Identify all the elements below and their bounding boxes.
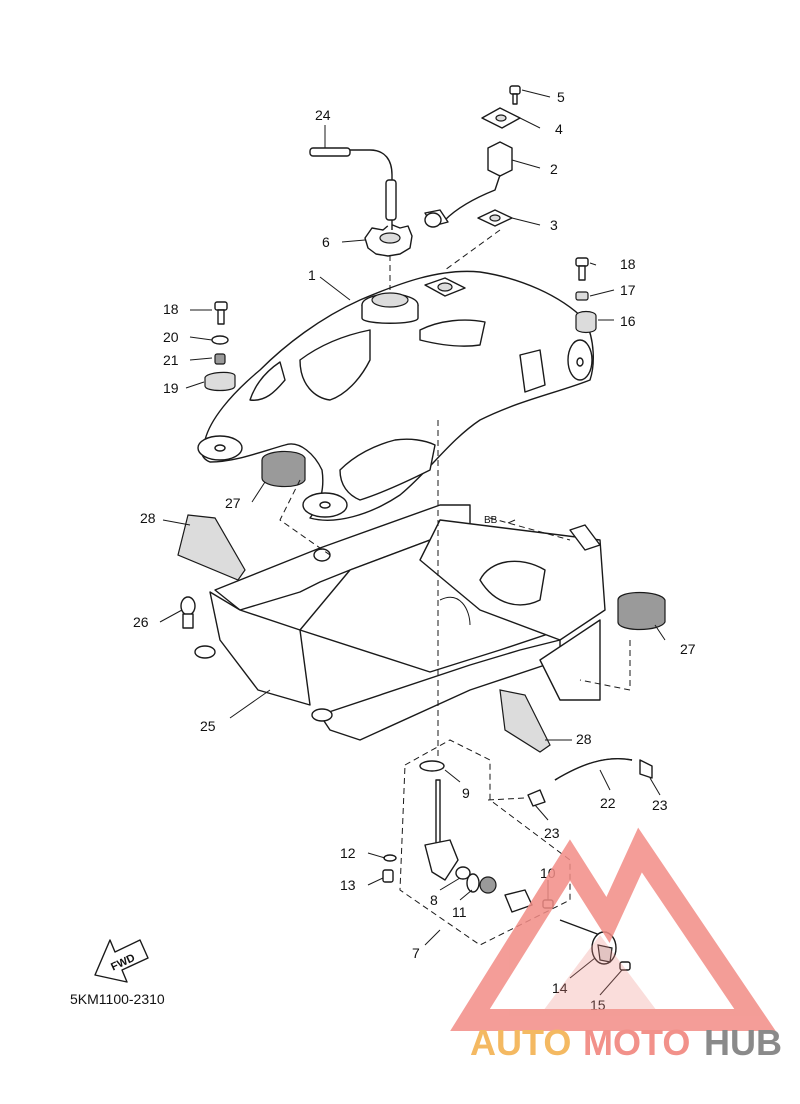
callout-27-left: 27	[225, 495, 241, 511]
callout-6: 6	[322, 234, 330, 250]
callout-19: 19	[163, 380, 179, 396]
frame-tray	[194, 504, 606, 741]
callout-20: 20	[163, 329, 179, 345]
callout-28-right: 28	[576, 731, 592, 747]
diagram-part-code: 5KM1100-2310	[70, 991, 165, 1007]
fuel-tank	[197, 270, 594, 521]
breather-pipe	[309, 147, 397, 230]
callout-labels: 1 2 3 4 5 6 24 18 20 21 19 18 17 16 27 2…	[133, 89, 696, 1013]
leader-lines	[159, 89, 666, 996]
fuel-cap	[364, 223, 413, 257]
section-label: BB	[484, 515, 498, 526]
callout-27-right: 27	[680, 641, 696, 657]
callout-11: 11	[452, 904, 467, 920]
callout-12: 12	[340, 845, 356, 861]
callout-28-left: 28	[140, 510, 156, 526]
callout-8: 8	[430, 892, 438, 908]
side-covers	[177, 514, 551, 753]
callout-1: 1	[308, 267, 316, 283]
callout-13: 13	[340, 877, 356, 893]
watermark-moto: MOTO	[583, 1022, 690, 1063]
callout-4: 4	[555, 121, 563, 137]
callout-23-right: 23	[652, 797, 668, 813]
left-mount-hardware	[204, 301, 236, 392]
dampers	[261, 450, 666, 631]
callout-24: 24	[315, 107, 331, 123]
watermark-hub: HUB	[704, 1022, 782, 1063]
callout-7: 7	[412, 945, 420, 961]
watermark-text: AUTO MOTO HUB	[470, 1022, 782, 1063]
watermark-logo	[450, 827, 776, 1031]
callout-14: 14	[552, 980, 568, 996]
callout-9: 9	[462, 785, 470, 801]
fuel-cock-assembly	[382, 739, 653, 971]
callout-23-left: 23	[544, 825, 560, 841]
right-mount-hardware	[575, 257, 597, 334]
callout-18-right: 18	[620, 256, 636, 272]
callout-3: 3	[550, 217, 558, 233]
callout-2: 2	[550, 161, 558, 177]
callout-5: 5	[557, 89, 565, 105]
watermark-auto: AUTO	[470, 1022, 571, 1063]
callout-18-left: 18	[163, 301, 179, 317]
clip	[180, 596, 196, 629]
callout-21: 21	[163, 352, 179, 368]
callout-22: 22	[600, 795, 616, 811]
callout-25: 25	[200, 718, 216, 734]
callout-26: 26	[133, 614, 149, 630]
assembly-lines	[279, 229, 631, 801]
fuel-gauge-sender	[424, 85, 521, 228]
fwd-arrow-icon: FWD	[94, 939, 149, 983]
callout-16: 16	[620, 313, 636, 329]
callout-17: 17	[620, 282, 636, 298]
